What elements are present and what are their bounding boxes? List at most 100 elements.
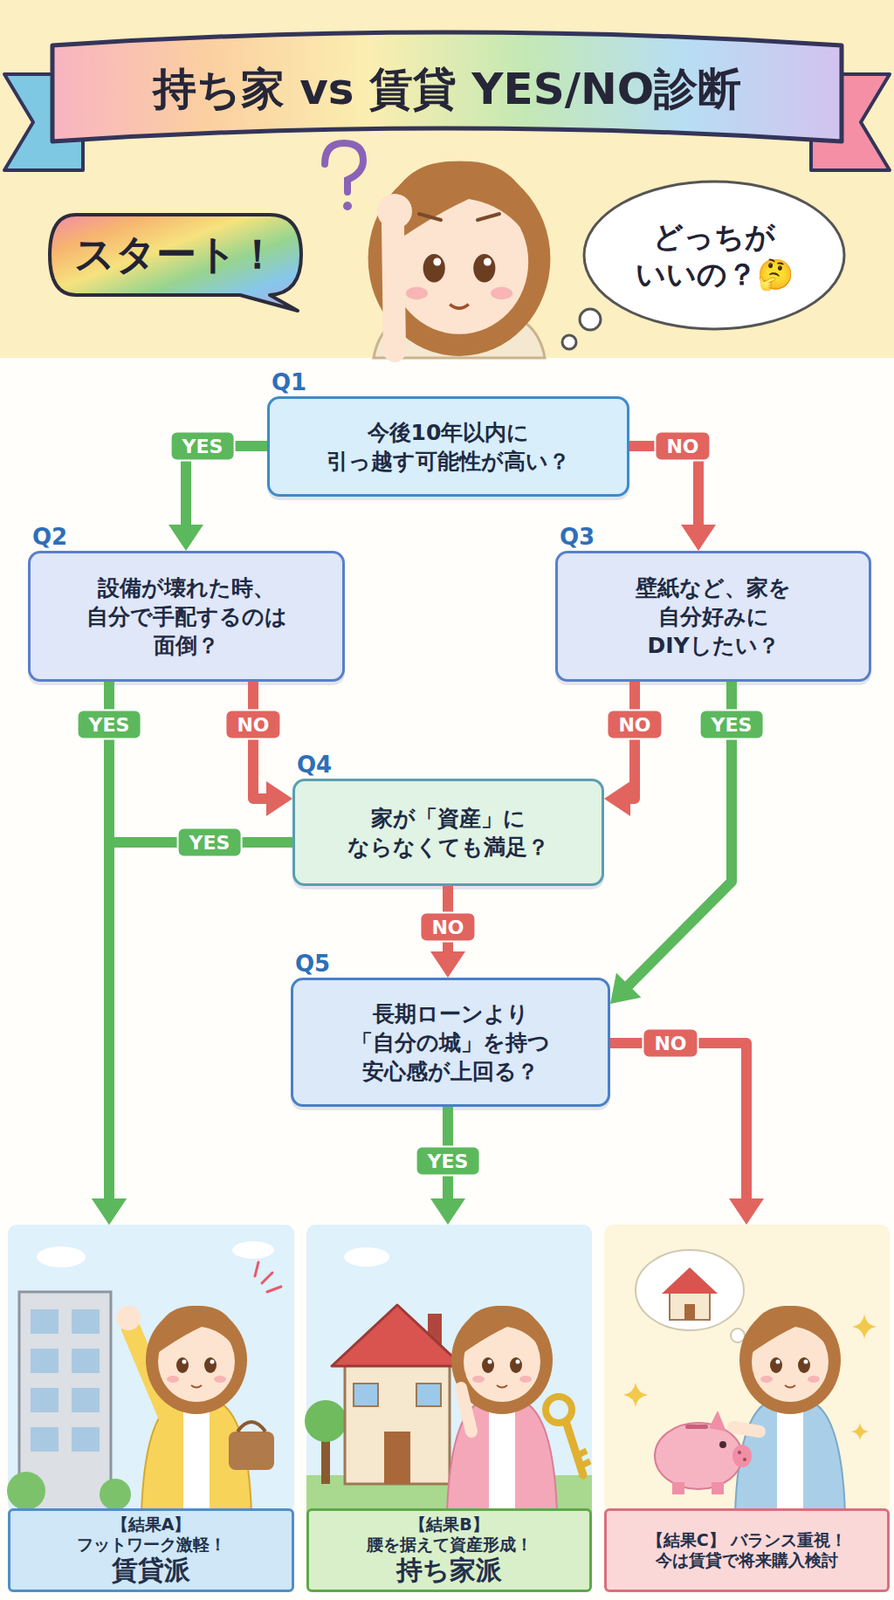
arrow-head: [430, 951, 466, 978]
result-art-c-part: [623, 1382, 648, 1408]
speech-bubble: スタート！: [46, 209, 306, 312]
connector-arrow: [430, 886, 466, 978]
connector-arrow: [91, 681, 127, 1225]
arrow-head: [728, 1198, 764, 1225]
question-text: 今後10年以内に 引っ越す可能性が高い？: [282, 418, 615, 476]
result-heading: 【結果B】 腰を据えて資産形成！: [349, 1514, 551, 1555]
result-art-a-part: [99, 1478, 131, 1511]
result-art-b-part: [304, 1400, 347, 1443]
thought-dots-part: [562, 335, 577, 350]
result-art-a-part: [71, 1427, 100, 1452]
question-text: 家が「資産」に ならなくても満足？: [317, 804, 580, 862]
question-number: Q3: [559, 523, 595, 551]
result-art-c-part: [719, 1441, 727, 1449]
thought-bubble-outline: [581, 178, 847, 332]
result-art-c-part: [685, 1424, 709, 1430]
result-art-c-part: [669, 1292, 710, 1321]
result-art-b-part: [576, 1451, 587, 1457]
question-mark: [324, 143, 364, 211]
result-art-c-part: [672, 1482, 685, 1495]
connector-line: [610, 1043, 747, 1203]
result-panel: 【結果B】 腰を据えて資産形成！持ち家派: [306, 1224, 592, 1593]
result-art-c-part: [733, 1427, 760, 1432]
result-name: 持ち家派: [396, 1554, 503, 1587]
result-art-a: [6, 1224, 295, 1513]
result-ribbon: 【結果A】 フットワーク激軽！賃貸派: [7, 1508, 295, 1593]
title-ribbon: [4, 32, 890, 171]
result-art-a-part: [183, 1403, 210, 1509]
connector-arrow: [629, 446, 716, 551]
girl-figure-part: [392, 225, 395, 351]
result-art-a-part: [116, 1306, 141, 1331]
connector-line: [442, 886, 454, 956]
question-text: 設備が壊れた時、 自分で手配するのは 面倒？: [73, 573, 301, 661]
question-box: Q5長期ローンより 「自分の城」を持つ 安心感が上回る？: [290, 977, 611, 1108]
speech-bubble-shape: [49, 214, 302, 311]
question-number: Q1: [271, 369, 307, 396]
result-art-a-part: [30, 1388, 59, 1413]
result-art-b-part: [384, 1431, 411, 1485]
arrow-head: [91, 1198, 127, 1225]
result-art-b-part: [579, 1461, 591, 1467]
result-art-a-part: [71, 1388, 100, 1413]
result-panel: 【結果A】 フットワーク激軽！賃貸派: [7, 1224, 295, 1593]
question-text: 長期ローンより 「自分の城」を持つ 安心感が上回る？: [319, 999, 582, 1087]
arrow-head: [91, 1198, 127, 1225]
result-art-c-part: [737, 1451, 742, 1455]
connector-arrow: [610, 1043, 764, 1225]
title-text: 持ち家 vs 賃貸 YES/NO診断: [61, 54, 833, 124]
result-art-a-part: [30, 1348, 59, 1374]
question-number: Q5: [295, 950, 331, 977]
result-art-a-part: [30, 1427, 59, 1452]
thought-dots: [562, 309, 601, 350]
result-art-c: [604, 1224, 890, 1513]
arrow-head: [430, 1198, 466, 1225]
result-art-b-part: [353, 1383, 379, 1407]
result-art-c-part: [851, 1423, 869, 1441]
main-backdrop: [0, 357, 894, 1600]
result-art-c-part: [708, 1410, 727, 1432]
connector-arrow: [610, 681, 732, 1005]
connector-line: [185, 446, 268, 529]
result-art-a-part: [71, 1309, 100, 1335]
result-art-b-part: [416, 1383, 441, 1407]
connector-line: [103, 681, 115, 1203]
result-art-b-part: [488, 1403, 516, 1509]
result-art-a-part: [6, 1471, 46, 1511]
question-mark-part: [343, 201, 352, 211]
girl-figure-part: [419, 213, 441, 221]
top-backdrop: [0, 0, 894, 358]
thought-bubble: どっちが いいの？🤔: [581, 178, 847, 332]
result-art-c-part: [777, 1403, 804, 1509]
girl-figure-part: [368, 161, 551, 357]
result-ribbon: 【結果B】 腰を据えて資産形成！持ち家派: [306, 1508, 592, 1593]
result-art-a-part: [254, 1262, 282, 1293]
result-art-a-part: [232, 1241, 275, 1259]
result-art-b-part: [331, 1305, 463, 1367]
arrow-head: [610, 973, 641, 1005]
result-art-c-part: [684, 1304, 695, 1321]
question-box: Q3壁紙など、家を 自分好みに DIYしたい？: [555, 550, 872, 682]
result-art-a-part: [30, 1309, 59, 1335]
result-art-c-part: [852, 1314, 877, 1340]
result-art-c-part: [661, 1267, 718, 1294]
connector-arrow: [604, 681, 635, 817]
question-text: 壁紙など、家を 自分好みに DIYしたい？: [608, 573, 819, 661]
arrow-head: [266, 781, 293, 817]
girl-figure-part: [377, 193, 413, 229]
result-art-a-part: [145, 1306, 248, 1415]
result-art-c-part: [654, 1423, 743, 1490]
title-ribbon-part: [52, 32, 842, 142]
question-number: Q4: [296, 751, 332, 778]
result-art-b-part: [343, 1247, 390, 1267]
question-number: Q2: [32, 523, 68, 551]
result-art-b: [304, 1224, 592, 1513]
result-art-a-part: [71, 1348, 100, 1374]
result-heading: 【結果A】 フットワーク激軽！: [50, 1514, 252, 1555]
result-name: 賃貸派: [111, 1554, 191, 1587]
arrow-head: [604, 781, 631, 817]
arrow-head: [680, 524, 716, 551]
connector-line: [109, 842, 293, 1203]
